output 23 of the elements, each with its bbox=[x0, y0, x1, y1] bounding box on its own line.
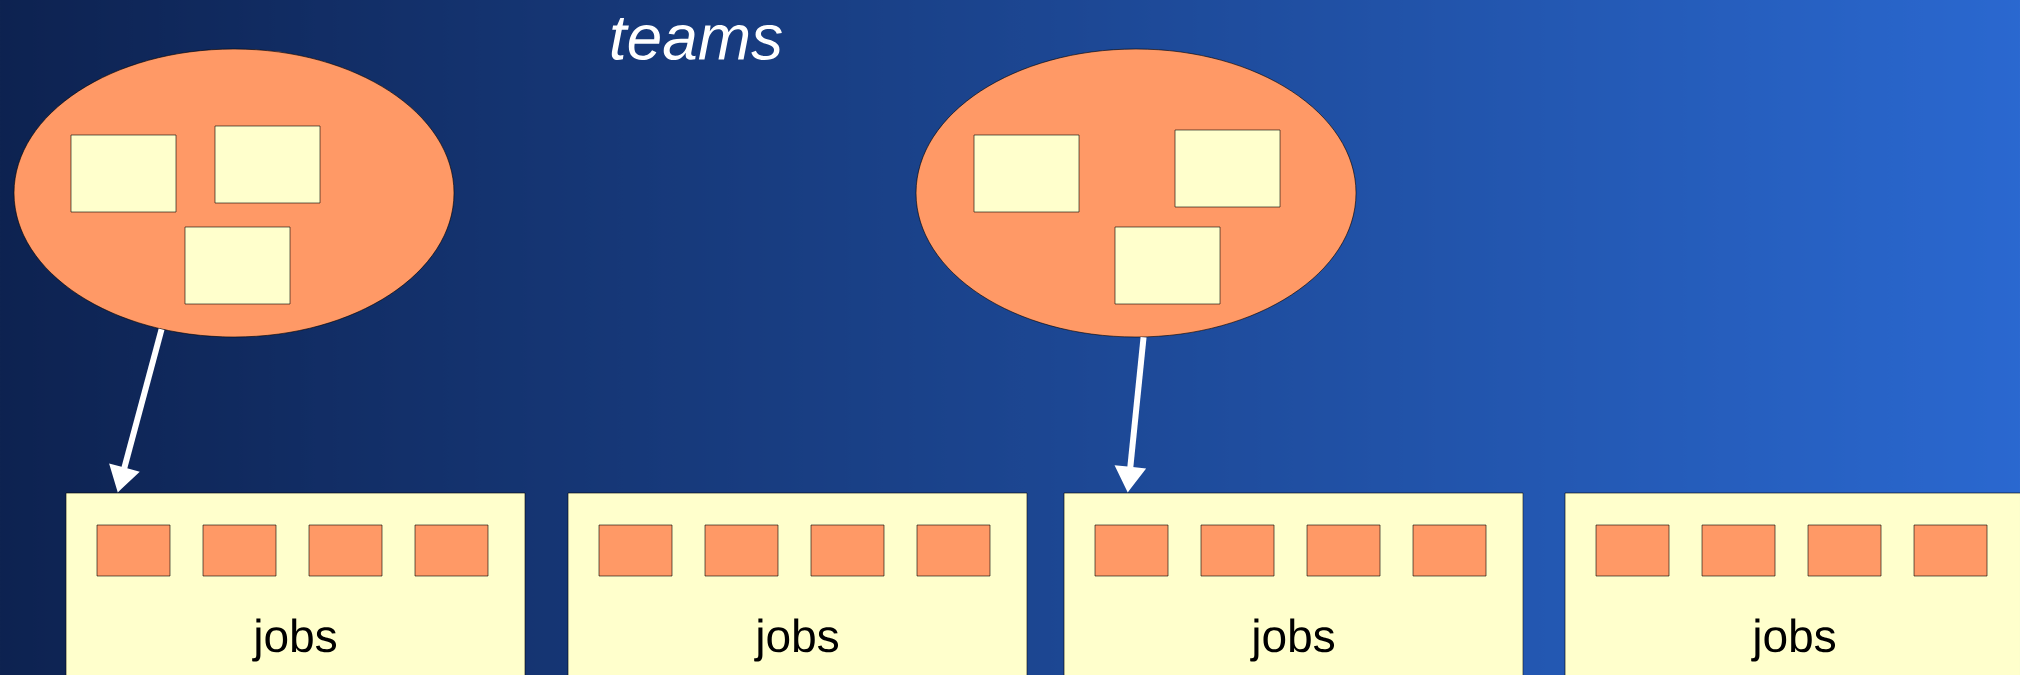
member-box bbox=[70, 134, 177, 213]
member-box bbox=[414, 524, 489, 577]
member-box bbox=[1200, 524, 1275, 577]
member-box bbox=[202, 524, 277, 577]
member-box bbox=[704, 524, 779, 577]
member-box bbox=[1114, 226, 1221, 305]
member-box bbox=[1913, 524, 1988, 577]
title: teams bbox=[611, 18, 782, 60]
member-box bbox=[810, 524, 885, 577]
member-box bbox=[1412, 524, 1487, 577]
member-box bbox=[1174, 129, 1281, 208]
member-box bbox=[96, 524, 171, 577]
member-box bbox=[1807, 524, 1882, 577]
member-box bbox=[916, 524, 991, 577]
member-box bbox=[1306, 524, 1381, 577]
member-box bbox=[184, 226, 291, 305]
member-box bbox=[598, 524, 673, 577]
member-box bbox=[214, 125, 321, 204]
member-box bbox=[973, 134, 1080, 213]
member-box bbox=[1701, 524, 1776, 577]
member-box bbox=[308, 524, 383, 577]
member-box bbox=[1595, 524, 1670, 577]
member-box bbox=[1094, 524, 1169, 577]
